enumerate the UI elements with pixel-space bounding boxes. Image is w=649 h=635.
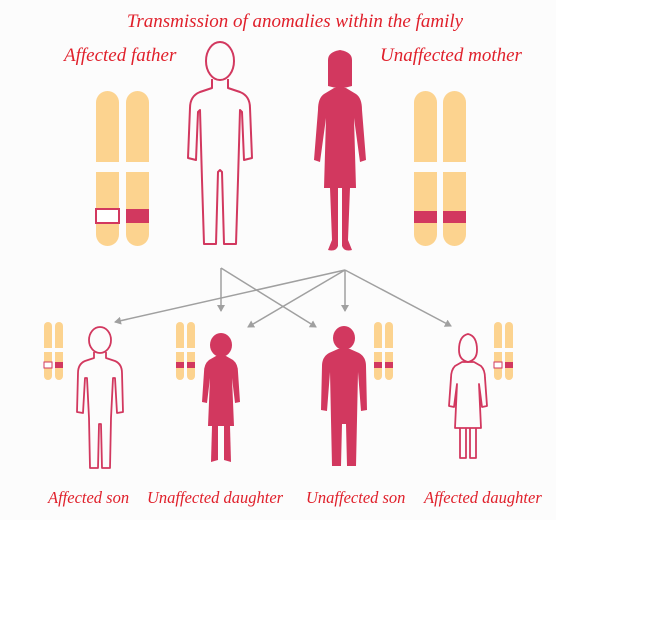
son2-chromosome-pair [372, 322, 396, 380]
unaffected-daughter-figure [202, 333, 240, 462]
unaffected-daughter-label: Unaffected daughter [147, 488, 284, 507]
daughter2-chromosome-pair [492, 322, 516, 380]
mother-figure [314, 50, 366, 251]
father-filled-band [126, 209, 149, 223]
unaffected-son-figure [321, 326, 367, 466]
affected-daughter-label: Affected daughter [424, 488, 542, 507]
inheritance-arrows [114, 267, 452, 328]
mother-label: Unaffected mother [380, 45, 522, 66]
mother-chromosome-pair [410, 91, 470, 246]
son1-chromosome-pair [42, 322, 66, 380]
unaffected-son-label: Unaffected son [306, 488, 406, 507]
father-open-band [95, 208, 120, 224]
diagram-panel [0, 0, 556, 520]
father-figure [187, 41, 253, 245]
daughter1-chromosome-pair [174, 322, 198, 380]
father-label: Affected father [64, 45, 177, 66]
affected-daughter-figure [448, 333, 488, 459]
affected-son-label: Affected son [48, 488, 130, 507]
diagram-title: Transmission of anomalies within the fam… [126, 11, 464, 32]
father-chromosome-pair [92, 91, 153, 246]
affected-son-figure [76, 326, 124, 469]
